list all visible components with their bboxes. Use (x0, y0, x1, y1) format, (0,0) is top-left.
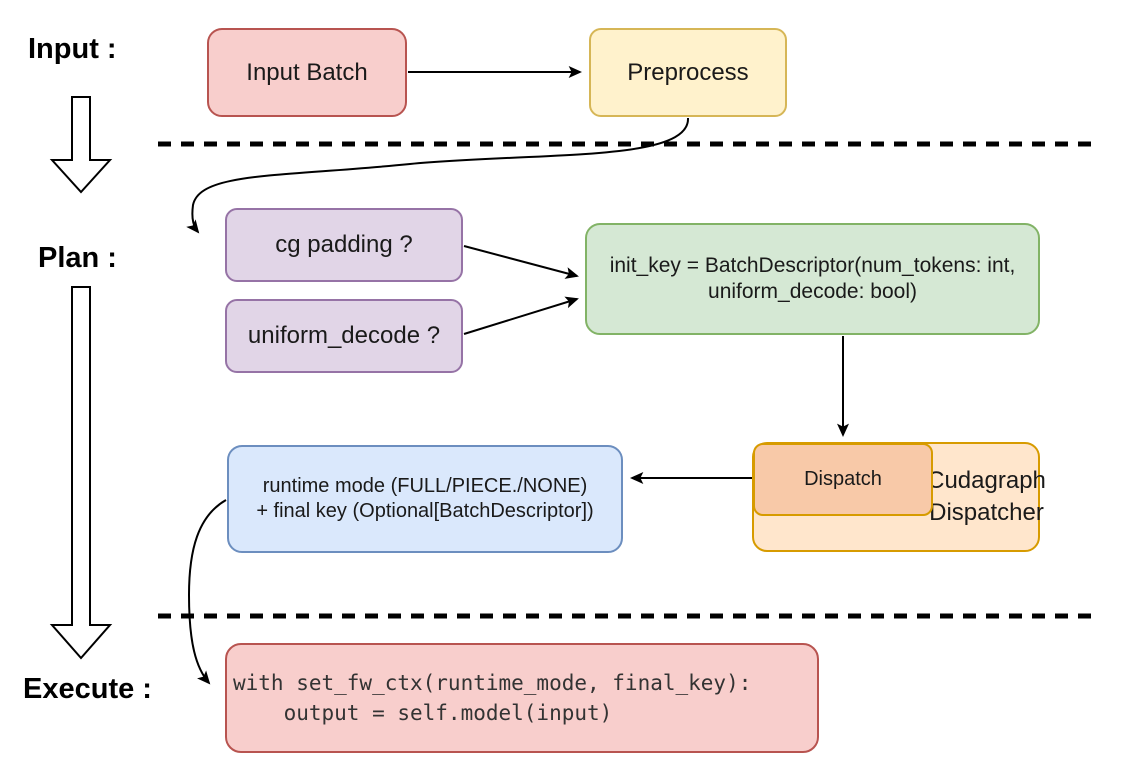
stage-arrow-plan-to-execute (49, 286, 113, 660)
node-dispatch-label: Dispatch (804, 468, 882, 490)
connector-preprocess-to-cg-padding (186, 117, 690, 234)
stage-label-plan: Plan : (38, 242, 117, 274)
node-preprocess-label: Preprocess (627, 58, 749, 86)
node-init-key-line2: uniform_decode: bool) (708, 280, 917, 303)
execute-code-line1: with set_fw_ctx(runtime_mode, final_key)… (233, 671, 752, 695)
node-runtime-line2: + final key (Optional[BatchDescriptor]) (256, 500, 594, 522)
node-dispatch: Dispatch (753, 443, 933, 516)
node-input-batch: Input Batch (207, 28, 407, 117)
node-preprocess: Preprocess (589, 28, 787, 117)
node-input-batch-label: Input Batch (246, 58, 368, 86)
node-cg-padding: cg padding ? (225, 208, 463, 282)
node-uniform-decode: uniform_decode ? (225, 299, 463, 373)
stage-label-input: Input : (28, 33, 117, 65)
node-uniform-decode-label: uniform_decode ? (247, 322, 441, 349)
node-cg-padding-label: cg padding ? (275, 231, 413, 258)
connector-runtime-to-code (187, 499, 227, 685)
stage-label-execute: Execute : (23, 673, 152, 705)
connector-cg-padding-to-init-key (463, 245, 579, 279)
connector-uniform-decode-to-init-key (463, 296, 579, 335)
stage-arrow-input-to-plan (49, 96, 113, 194)
node-init-key: init_key = BatchDescriptor(num_tokens: i… (585, 223, 1040, 335)
node-init-key-line1: init_key = BatchDescriptor(num_tokens: i… (609, 253, 1016, 277)
cudagraph-dispatcher-line1: Cudagraph (927, 466, 1046, 494)
cudagraph-dispatcher-label: Cudagraph Dispatcher (927, 444, 1046, 550)
node-runtime-mode: runtime mode (FULL/PIECE./NONE) + final … (227, 445, 623, 553)
cudagraph-dispatcher-line2: Dispatcher (929, 499, 1044, 526)
node-runtime-line1: runtime mode (FULL/PIECE./NONE) (262, 475, 588, 497)
node-execute-code: with set_fw_ctx(runtime_mode, final_key)… (225, 643, 819, 753)
execute-code-line2: output = self.model(input) (233, 701, 613, 725)
